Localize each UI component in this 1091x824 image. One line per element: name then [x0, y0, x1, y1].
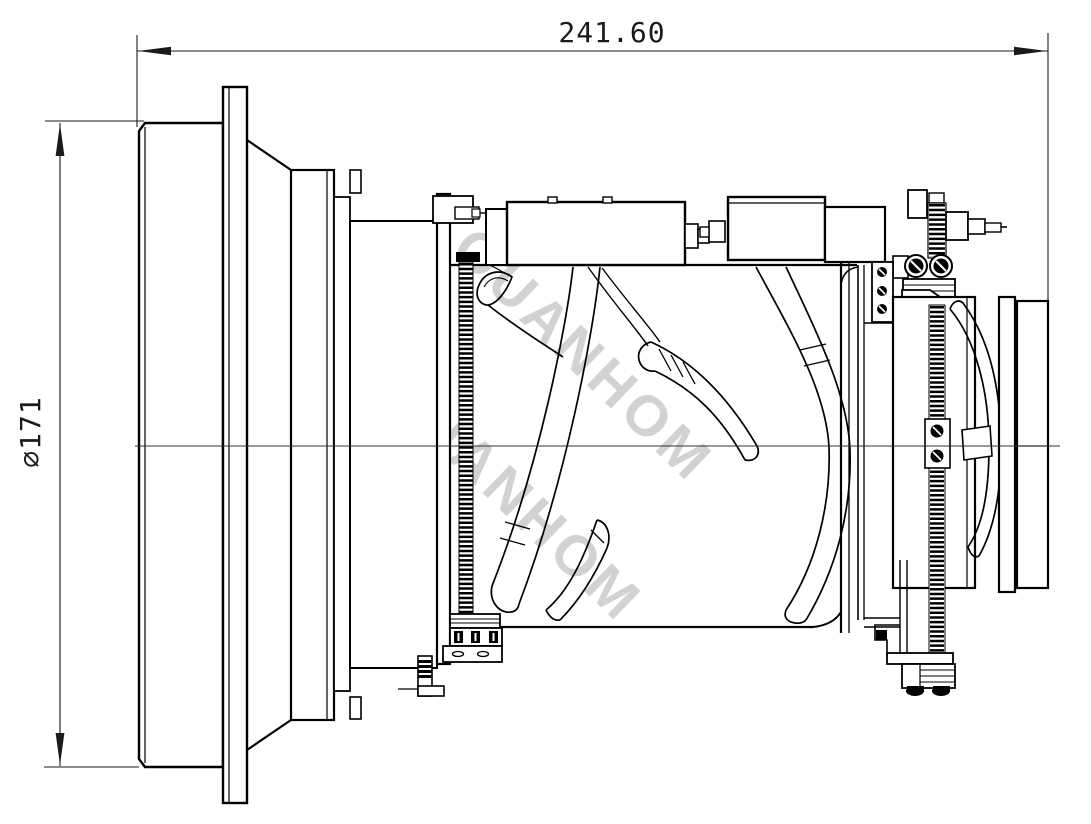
phillips-screw	[929, 254, 953, 278]
front-diameter-label: ⌀171	[14, 396, 47, 467]
rear-mount-ring	[1015, 299, 1050, 590]
zoom-motor	[699, 195, 887, 264]
arrowhead-up	[55, 124, 65, 156]
left-cam-slot	[491, 266, 574, 587]
bottom-bracket-right	[864, 560, 956, 696]
clamp-lug	[349, 169, 362, 194]
clamp-lug	[349, 696, 362, 720]
middle-cam-slot	[637, 341, 760, 462]
arrowhead-left	[138, 46, 171, 56]
right-cam-slot	[755, 266, 852, 625]
arrowhead-right	[1014, 46, 1047, 56]
mounting-flange	[221, 85, 249, 805]
rear-barrel	[864, 295, 1050, 594]
phillips-screw	[904, 254, 928, 278]
cam-follower	[961, 425, 993, 461]
dimension-front-diameter	[44, 120, 144, 768]
focus-motor	[485, 196, 716, 267]
lead-screw-right-assembly	[924, 304, 951, 654]
main-housing	[435, 192, 865, 666]
cam-slots	[476, 264, 852, 625]
hook-slot	[476, 271, 514, 306]
overall-length-label: 241.60	[558, 16, 665, 49]
front-plate	[435, 192, 452, 666]
inner-tube-section	[333, 169, 438, 720]
front-barrel	[137, 85, 336, 805]
lead-screw-left-assembly	[398, 195, 503, 697]
rear-mount-ring	[997, 295, 1017, 594]
arrowhead-down	[55, 733, 65, 765]
motor-connector	[684, 223, 699, 249]
dimension-overall-length	[136, 33, 1049, 300]
bottom-cam-slot	[545, 519, 610, 622]
